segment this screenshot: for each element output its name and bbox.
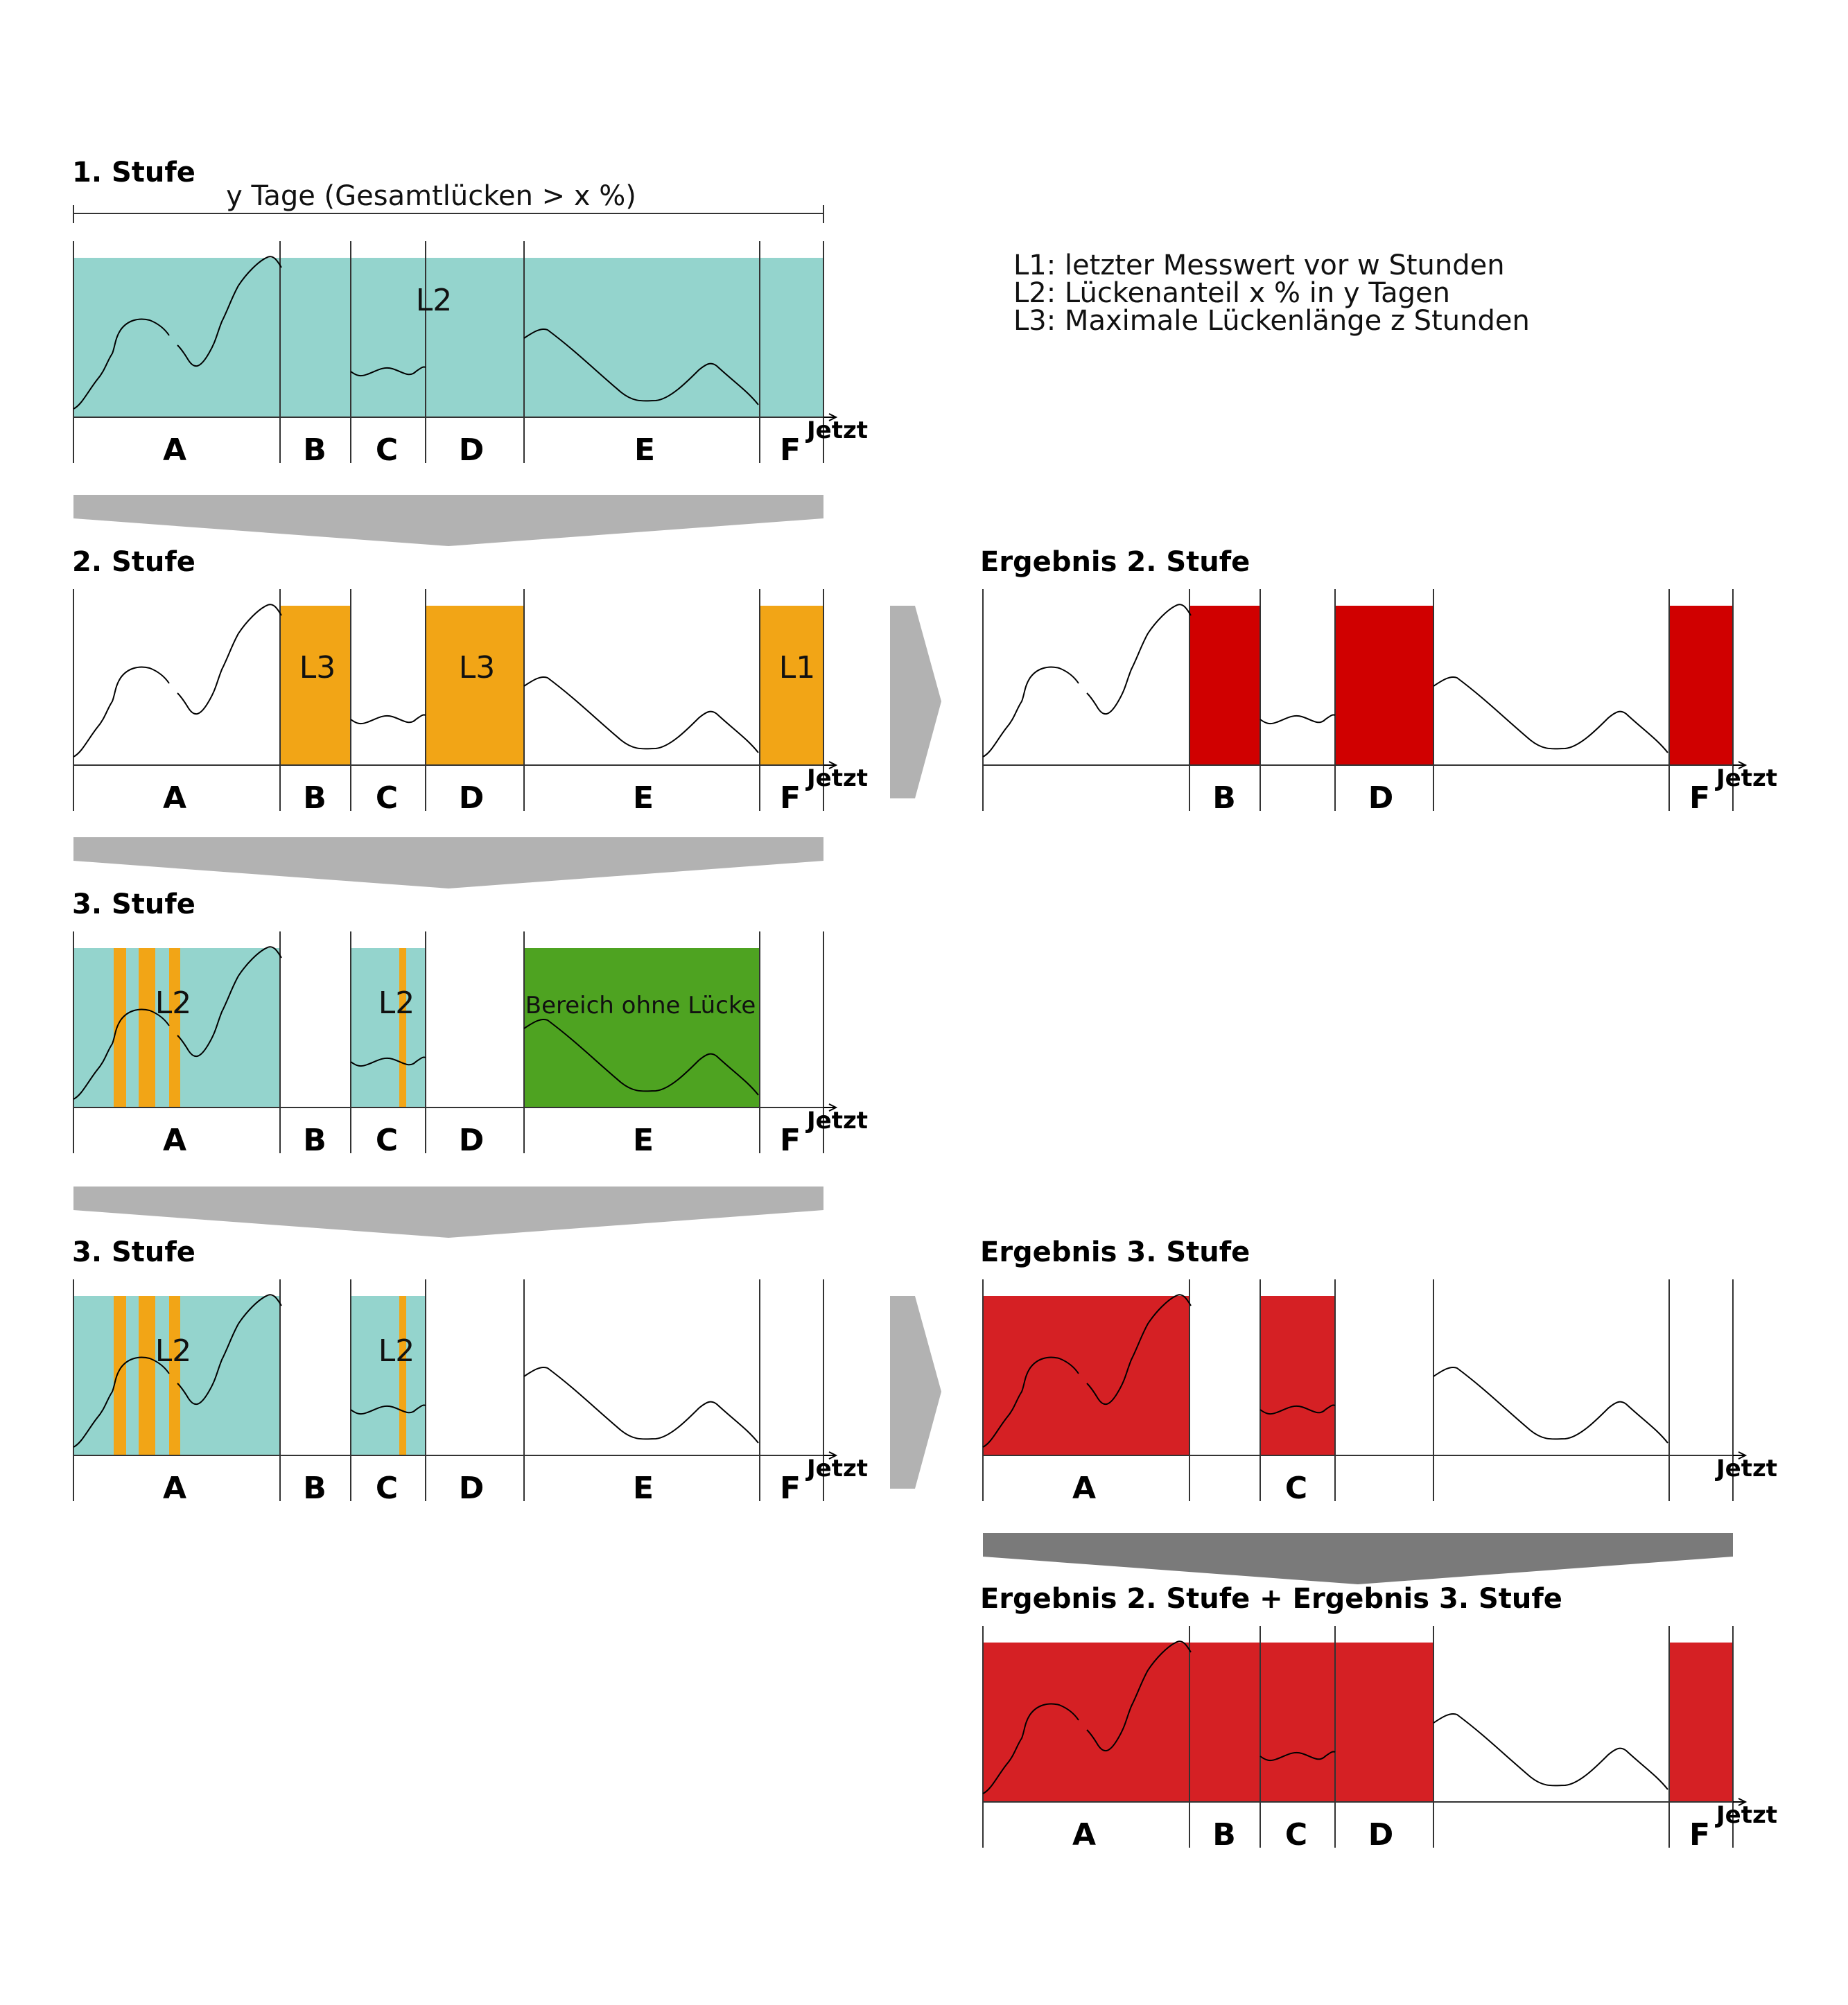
result3-panel: A C Jetzt [982, 1279, 1777, 1506]
stage1-l2-label: L2 [416, 283, 453, 318]
legend-l3: L3: Maximale Lückenlänge z Stunden [1013, 305, 1530, 337]
result2-block-f [1669, 606, 1733, 765]
segment-label-a: A [1072, 1471, 1096, 1506]
segment-label-e: E [634, 432, 655, 468]
segment-label-d: D [1368, 1817, 1394, 1853]
segment-label-a: A [163, 780, 186, 816]
segment-label-f: F [780, 1471, 801, 1506]
segment-label-d: D [459, 1123, 485, 1158]
short-gap-1 [114, 948, 126, 1107]
segment-label-c: C [376, 1123, 398, 1158]
flow-arrow-1-2 [73, 495, 823, 546]
segment-label-b: B [303, 432, 326, 468]
result2-panel: B D F Jetzt [982, 588, 1777, 816]
result2-block-b [1189, 606, 1260, 765]
l2-window-c [351, 948, 426, 1107]
stage2-panel: L3 L3 L1 A B C D E F Jetzt [73, 588, 868, 816]
legend: L1: letzter Messwert vor w Stunden L2: L… [1013, 249, 1530, 337]
segment-label-f: F [780, 432, 801, 468]
now-label: Jetzt [805, 1107, 868, 1135]
gap-block-d [426, 606, 524, 765]
gap-block-b [280, 606, 351, 765]
l2-window-band [73, 258, 823, 417]
short-gap-1 [114, 1296, 126, 1455]
stage1-heading: 1. Stufe [72, 157, 195, 189]
span-bracket [73, 205, 824, 223]
segment-label-d: D [459, 780, 485, 816]
flow-arrow-combine [983, 1533, 1733, 1584]
combined-panel: A B C D F Jetzt [982, 1625, 1777, 1853]
now-label: Jetzt [1715, 1801, 1777, 1829]
stage3b-l2-c: L2 [378, 1333, 415, 1369]
segment-label-d: D [459, 1471, 485, 1506]
segment-label-d: D [459, 432, 485, 468]
segment-label-c: C [376, 780, 398, 816]
gap-block-f [760, 606, 823, 765]
combined-heading: Ergebnis 2. Stufe + Ergebnis 3. Stufe [980, 1583, 1562, 1615]
no-gap-label: Bereich ohne Lücke [525, 992, 756, 1019]
stage2-l3-b: L3 [299, 650, 336, 685]
stage2-heading: 2. Stufe [72, 546, 195, 578]
span-label: y Tage (Gesamtlücken > x %) [226, 180, 636, 212]
result3-block-a [983, 1296, 1189, 1455]
flow-arrow-to-result2 [890, 606, 941, 798]
short-gap-4 [399, 948, 406, 1107]
short-gap-3 [169, 948, 180, 1107]
stage3b-panel: L2 L2 A B C D E F Jetzt [73, 1279, 868, 1506]
segment-label-c: C [1285, 1817, 1307, 1853]
combined-block-f [1669, 1643, 1733, 1802]
segment-label-f: F [1689, 780, 1710, 816]
segment-label-b: B [1212, 780, 1236, 816]
legend-l1: L1: letzter Messwert vor w Stunden [1013, 249, 1505, 281]
segment-label-d: D [1368, 780, 1394, 816]
stage3a-heading: 3. Stufe [72, 888, 195, 920]
stage3b-heading: 3. Stufe [72, 1236, 195, 1268]
flow-arrow-3-3 [73, 1187, 823, 1238]
now-label: Jetzt [805, 417, 868, 444]
stage2-l3-d: L3 [459, 650, 496, 685]
stage3a-l2-c: L2 [378, 986, 415, 1021]
segment-label-e: E [633, 1471, 654, 1506]
result2-block-d [1335, 606, 1433, 765]
l2-window-c [351, 1296, 426, 1455]
segment-label-e: E [633, 780, 654, 816]
segment-label-f: F [780, 1123, 801, 1158]
combined-block-abcd [983, 1643, 1433, 1802]
segment-label-b: B [303, 1471, 326, 1506]
segment-label-b: B [303, 1123, 326, 1158]
short-gap-3 [169, 1296, 180, 1455]
stage2-l1-f: L1 [779, 650, 816, 685]
segment-label-f: F [1689, 1817, 1710, 1853]
segment-label-a: A [163, 1123, 186, 1158]
now-label: Jetzt [1715, 1455, 1777, 1482]
flow-arrow-2-3 [73, 837, 823, 888]
segment-label-c: C [376, 1471, 398, 1506]
segment-label-a: A [163, 432, 186, 468]
now-label: Jetzt [805, 764, 868, 792]
no-gap-region [524, 948, 760, 1107]
flow-arrow-to-result3 [890, 1296, 941, 1489]
stage3a-panel: L2 L2 Bereich ohne Lücke A B C D E F Jet… [73, 931, 868, 1158]
segment-label-e: E [633, 1123, 654, 1158]
segment-label-a: A [1072, 1817, 1096, 1853]
segment-label-c: C [376, 432, 398, 468]
now-label: Jetzt [805, 1455, 868, 1482]
result3-heading: Ergebnis 3. Stufe [980, 1236, 1250, 1268]
stage3a-l2-a: L2 [155, 986, 192, 1021]
result2-heading: Ergebnis 2. Stufe [980, 546, 1250, 578]
now-label: Jetzt [1715, 764, 1777, 792]
stage1-panel: L2 A B C D E F Jetzt [73, 240, 868, 468]
short-gap-2 [139, 1296, 155, 1455]
short-gap-2 [139, 948, 155, 1107]
stage3b-l2-a: L2 [155, 1333, 192, 1369]
segment-label-f: F [780, 780, 801, 816]
segment-label-c: C [1285, 1471, 1307, 1506]
legend-l2: L2: Lückenanteil x % in y Tagen [1013, 277, 1450, 309]
short-gap-4 [399, 1296, 406, 1455]
segment-label-b: B [1212, 1817, 1236, 1853]
result3-block-c [1260, 1296, 1335, 1455]
segment-label-a: A [163, 1471, 186, 1506]
segment-label-b: B [303, 780, 326, 816]
